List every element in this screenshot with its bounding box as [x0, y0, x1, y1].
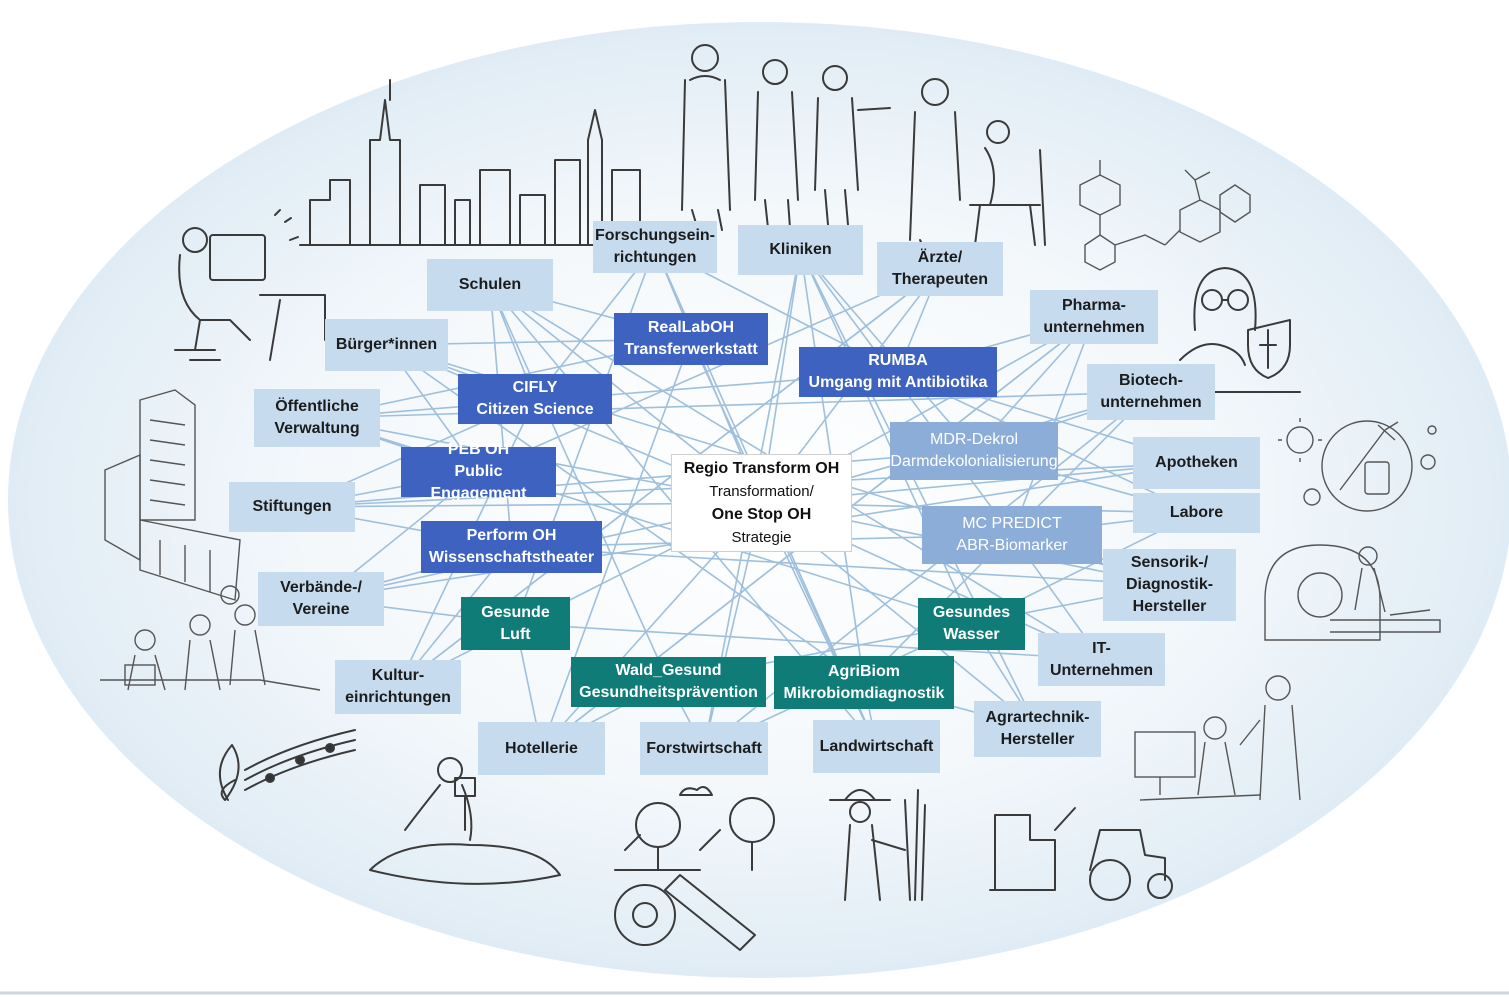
stakeholder-landwirtschaft: Landwirtschaft — [813, 720, 940, 773]
stakeholder-pharmaunternehmen: Pharma- unternehmen — [1030, 290, 1158, 344]
doctors-group-icon — [681, 44, 891, 231]
forestry-icon — [614, 785, 775, 951]
project-wald-gesund: Wald_Gesund Gesundheitsprävention — [571, 657, 766, 707]
stakeholder-apotheken: Apotheken — [1133, 437, 1260, 489]
stakeholder-sensorik-diagnostik-hersteller: Sensorik-/ Diagnostik- Hersteller — [1103, 549, 1236, 621]
stakeholder-schulen: Schulen — [427, 259, 553, 311]
stakeholder-kultureinrichtungen: Kultur- einrichtungen — [335, 660, 461, 714]
project-gesunde-luft: Gesunde Luft — [461, 597, 570, 650]
tractor-icon — [989, 807, 1173, 901]
project-cifly: CIFLY Citizen Science — [458, 374, 612, 424]
project-gesundes-wasser: Gesundes Wasser — [918, 598, 1025, 650]
office-buildings-icon — [104, 389, 241, 601]
computer-user-icon — [174, 209, 326, 361]
business-meeting-icon — [1134, 675, 1301, 801]
connection-line — [489, 284, 670, 683]
stakeholder-aerzte-therapeuten: Ärzte/ Therapeuten — [877, 242, 1003, 296]
connection-line — [316, 391, 1152, 419]
meeting-group-icon — [100, 585, 321, 691]
chemical-structure-icon — [1079, 160, 1251, 271]
city-skyline-icon — [299, 79, 651, 246]
music-notes-icon — [219, 729, 356, 801]
virus-syringe-icon — [1278, 418, 1437, 512]
project-perform-oh: Perform OH Wissenschaftstheater — [421, 521, 602, 573]
project-agribiom: AgriBiom Mikrobiomdiagnostik — [774, 656, 954, 709]
stakeholder-forstwirtschaft: Forstwirtschaft — [640, 722, 768, 775]
center-line-strategie: Strategie — [731, 529, 792, 546]
center-line-transformation: Transformation/ — [709, 483, 814, 500]
mri-scanner-icon — [1264, 544, 1441, 641]
scientist-icon — [1179, 267, 1301, 393]
stakeholder-stiftungen: Stiftungen — [229, 482, 355, 532]
project-rumba: RUMBA Umgang mit Antibiotika — [799, 347, 997, 397]
connection-line — [291, 450, 975, 508]
center-title: Regio Transform OH — [683, 460, 840, 477]
farmer-icon — [829, 789, 926, 901]
housekeeper-icon — [369, 757, 561, 885]
stakeholder-hotellerie: Hotellerie — [478, 722, 605, 775]
project-peb-oh: PEB OH Public Engagement — [401, 441, 556, 502]
stakeholder-forschungseinrichtungen: Forschungsein- richtungen — [593, 221, 717, 273]
project-reallaboh: RealLabOH Transferwerkstatt — [614, 313, 768, 365]
stakeholder-biotechunternehmen: Biotech- unternehmen — [1087, 364, 1215, 420]
project-mdr-dekrol: MDR-Dekrol Darmdekolonialisierung — [890, 422, 1058, 480]
stakeholder-oeffentliche-verwaltung: Öffentliche Verwaltung — [254, 389, 380, 447]
stakeholder-verbaende-vereine: Verbände-/ Vereine — [258, 572, 384, 626]
stakeholder-kliniken: Kliniken — [738, 225, 863, 275]
stakeholder-it-unternehmen: IT-Unternehmen — [1038, 633, 1165, 686]
center-line-one-stop: One Stop OH — [711, 506, 812, 523]
stakeholder-agrartechnik-hersteller: Agrartechnik- Hersteller — [974, 701, 1101, 757]
stakeholder-buergerinnen: Bürger*innen — [325, 319, 448, 371]
doctor-patient-icon — [909, 78, 1046, 251]
connection-line — [515, 622, 1102, 661]
center-node-regio-transform-oh: Regio Transform OH Transformation/ One S… — [671, 454, 852, 552]
project-mc-predict: MC PREDICT ABR-Biomarker — [922, 506, 1102, 564]
connection-line — [511, 546, 1170, 586]
stakeholder-labore: Labore — [1133, 493, 1260, 533]
